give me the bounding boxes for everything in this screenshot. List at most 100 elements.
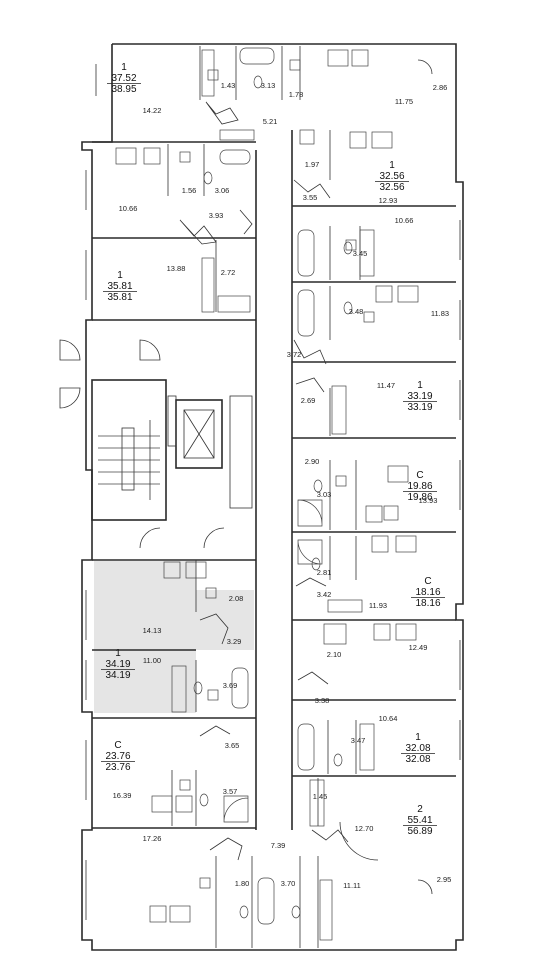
apartment-living: 18.16 [415, 587, 440, 598]
apartment-type: 1 [117, 270, 123, 281]
room-area-label: 3.55 [303, 193, 318, 202]
room-area-label: 3.29 [227, 637, 242, 646]
room-area-label: 2.90 [305, 457, 320, 466]
room-area-label: 3.03 [317, 490, 332, 499]
apartment-total: 32.56 [379, 182, 404, 193]
room-area-label: 2.95 [437, 875, 452, 884]
apartment-living: 32.56 [379, 171, 404, 182]
room-area-label: 2.69 [301, 396, 316, 405]
apartment-total: 23.76 [105, 762, 130, 773]
room-area-label: 3.70 [281, 879, 296, 888]
apartment-type: 1 [389, 160, 395, 171]
apartment-living: 34.19 [105, 659, 130, 670]
room-area-label: 3.06 [215, 186, 230, 195]
room-area-label: 3.38 [315, 696, 330, 705]
room-area-label: 11.75 [395, 97, 413, 106]
room-area-label: 16.39 [113, 791, 132, 800]
room-area-label: 1.43 [221, 81, 236, 90]
room-area-label: 2.72 [221, 268, 236, 277]
room-area-label: 1.56 [182, 186, 197, 195]
room-area-label: 17.26 [143, 834, 162, 843]
room-area-label: 3.47 [351, 736, 366, 745]
apartment-living: 55.41 [407, 815, 432, 826]
apartment-type: 1 [121, 62, 127, 73]
apartment-living: 33.19 [407, 391, 432, 402]
apartment-type: С [114, 740, 121, 751]
toilet-icon [193, 75, 353, 919]
apartment-living: 35.81 [107, 281, 132, 292]
building-outline [81, 43, 464, 951]
apartment-living: 37.52 [111, 73, 136, 84]
highlighted-apartment-fill [94, 561, 196, 713]
bathtub-icon [219, 47, 315, 925]
apartment-living: 19.86 [407, 481, 432, 492]
room-area-label: 10.66 [395, 216, 414, 225]
left-partitions [92, 46, 319, 948]
stove-icon [115, 49, 419, 923]
apartment-total: 56.89 [407, 826, 432, 837]
apartment-living: 23.76 [105, 751, 130, 762]
apartment-total: 38.95 [111, 84, 136, 95]
room-area-label: 1.45 [313, 792, 328, 801]
room-area-label: 3.72 [287, 350, 302, 359]
apartment-total: 18.16 [415, 598, 440, 609]
window-icon [85, 64, 461, 920]
room-area-label: 11.93 [369, 601, 387, 610]
apartment-total: 33.19 [407, 402, 432, 413]
room-area-label: 3.48 [349, 307, 364, 316]
room-area-label: 3.65 [225, 741, 240, 750]
corridor-walls [255, 130, 293, 830]
room-area-label: 2.81 [317, 568, 332, 577]
room-area-label: 5.21 [263, 117, 278, 126]
right-partitions [292, 130, 456, 826]
room-area-label: 2.10 [327, 650, 342, 659]
highlighted-apartment-fill-2 [196, 590, 254, 650]
apartment-total: 32.08 [405, 754, 430, 765]
room-area-label: 12.70 [355, 824, 374, 833]
room-area-label: 1.97 [305, 160, 320, 169]
room-area-label: 10.66 [119, 204, 138, 213]
room-area-label: 1.78 [289, 90, 304, 99]
apartment-living: 32.08 [405, 743, 430, 754]
room-area-label: 3.69 [223, 681, 238, 690]
room-area-label: 14.22 [143, 106, 162, 115]
apartment-total: 34.19 [105, 670, 130, 681]
apartment-type: 1 [417, 380, 423, 391]
room-area-label: 11.11 [343, 881, 361, 890]
room-area-label: 3.42 [317, 590, 332, 599]
room-area-label: 10.64 [379, 714, 398, 723]
apartment-total: 19.86 [407, 492, 432, 503]
room-area-label: 12.49 [409, 643, 428, 652]
room-area-label: 7.39 [271, 841, 286, 850]
room-area-label: 3.13 [261, 81, 276, 90]
apartment-type: 1 [415, 732, 421, 743]
room-area-label: 2.08 [229, 594, 244, 603]
room-area-label: 12.93 [379, 196, 398, 205]
apartment-total: 35.81 [107, 292, 132, 303]
elevator-icon [167, 395, 253, 509]
room-area-label: 3.57 [223, 787, 238, 796]
room-area-label: 3.93 [209, 211, 224, 220]
apartment-labels: 137.5238.95132.5632.56135.8135.81133.193… [101, 62, 445, 837]
room-area-label: 11.00 [143, 656, 161, 665]
door-swing-icon [59, 59, 433, 895]
room-area-label: 11.83 [431, 309, 449, 318]
washbasin-icon [179, 59, 375, 889]
apartment-type: С [416, 470, 423, 481]
apartment-type: 2 [417, 804, 423, 815]
room-area-label: 1.80 [235, 879, 250, 888]
stair-core [91, 379, 167, 521]
wardrobe-icon [171, 49, 375, 941]
sink-icon [143, 49, 399, 923]
room-area-label: 13.93 [419, 496, 438, 505]
room-area-label: 13.88 [167, 264, 186, 273]
